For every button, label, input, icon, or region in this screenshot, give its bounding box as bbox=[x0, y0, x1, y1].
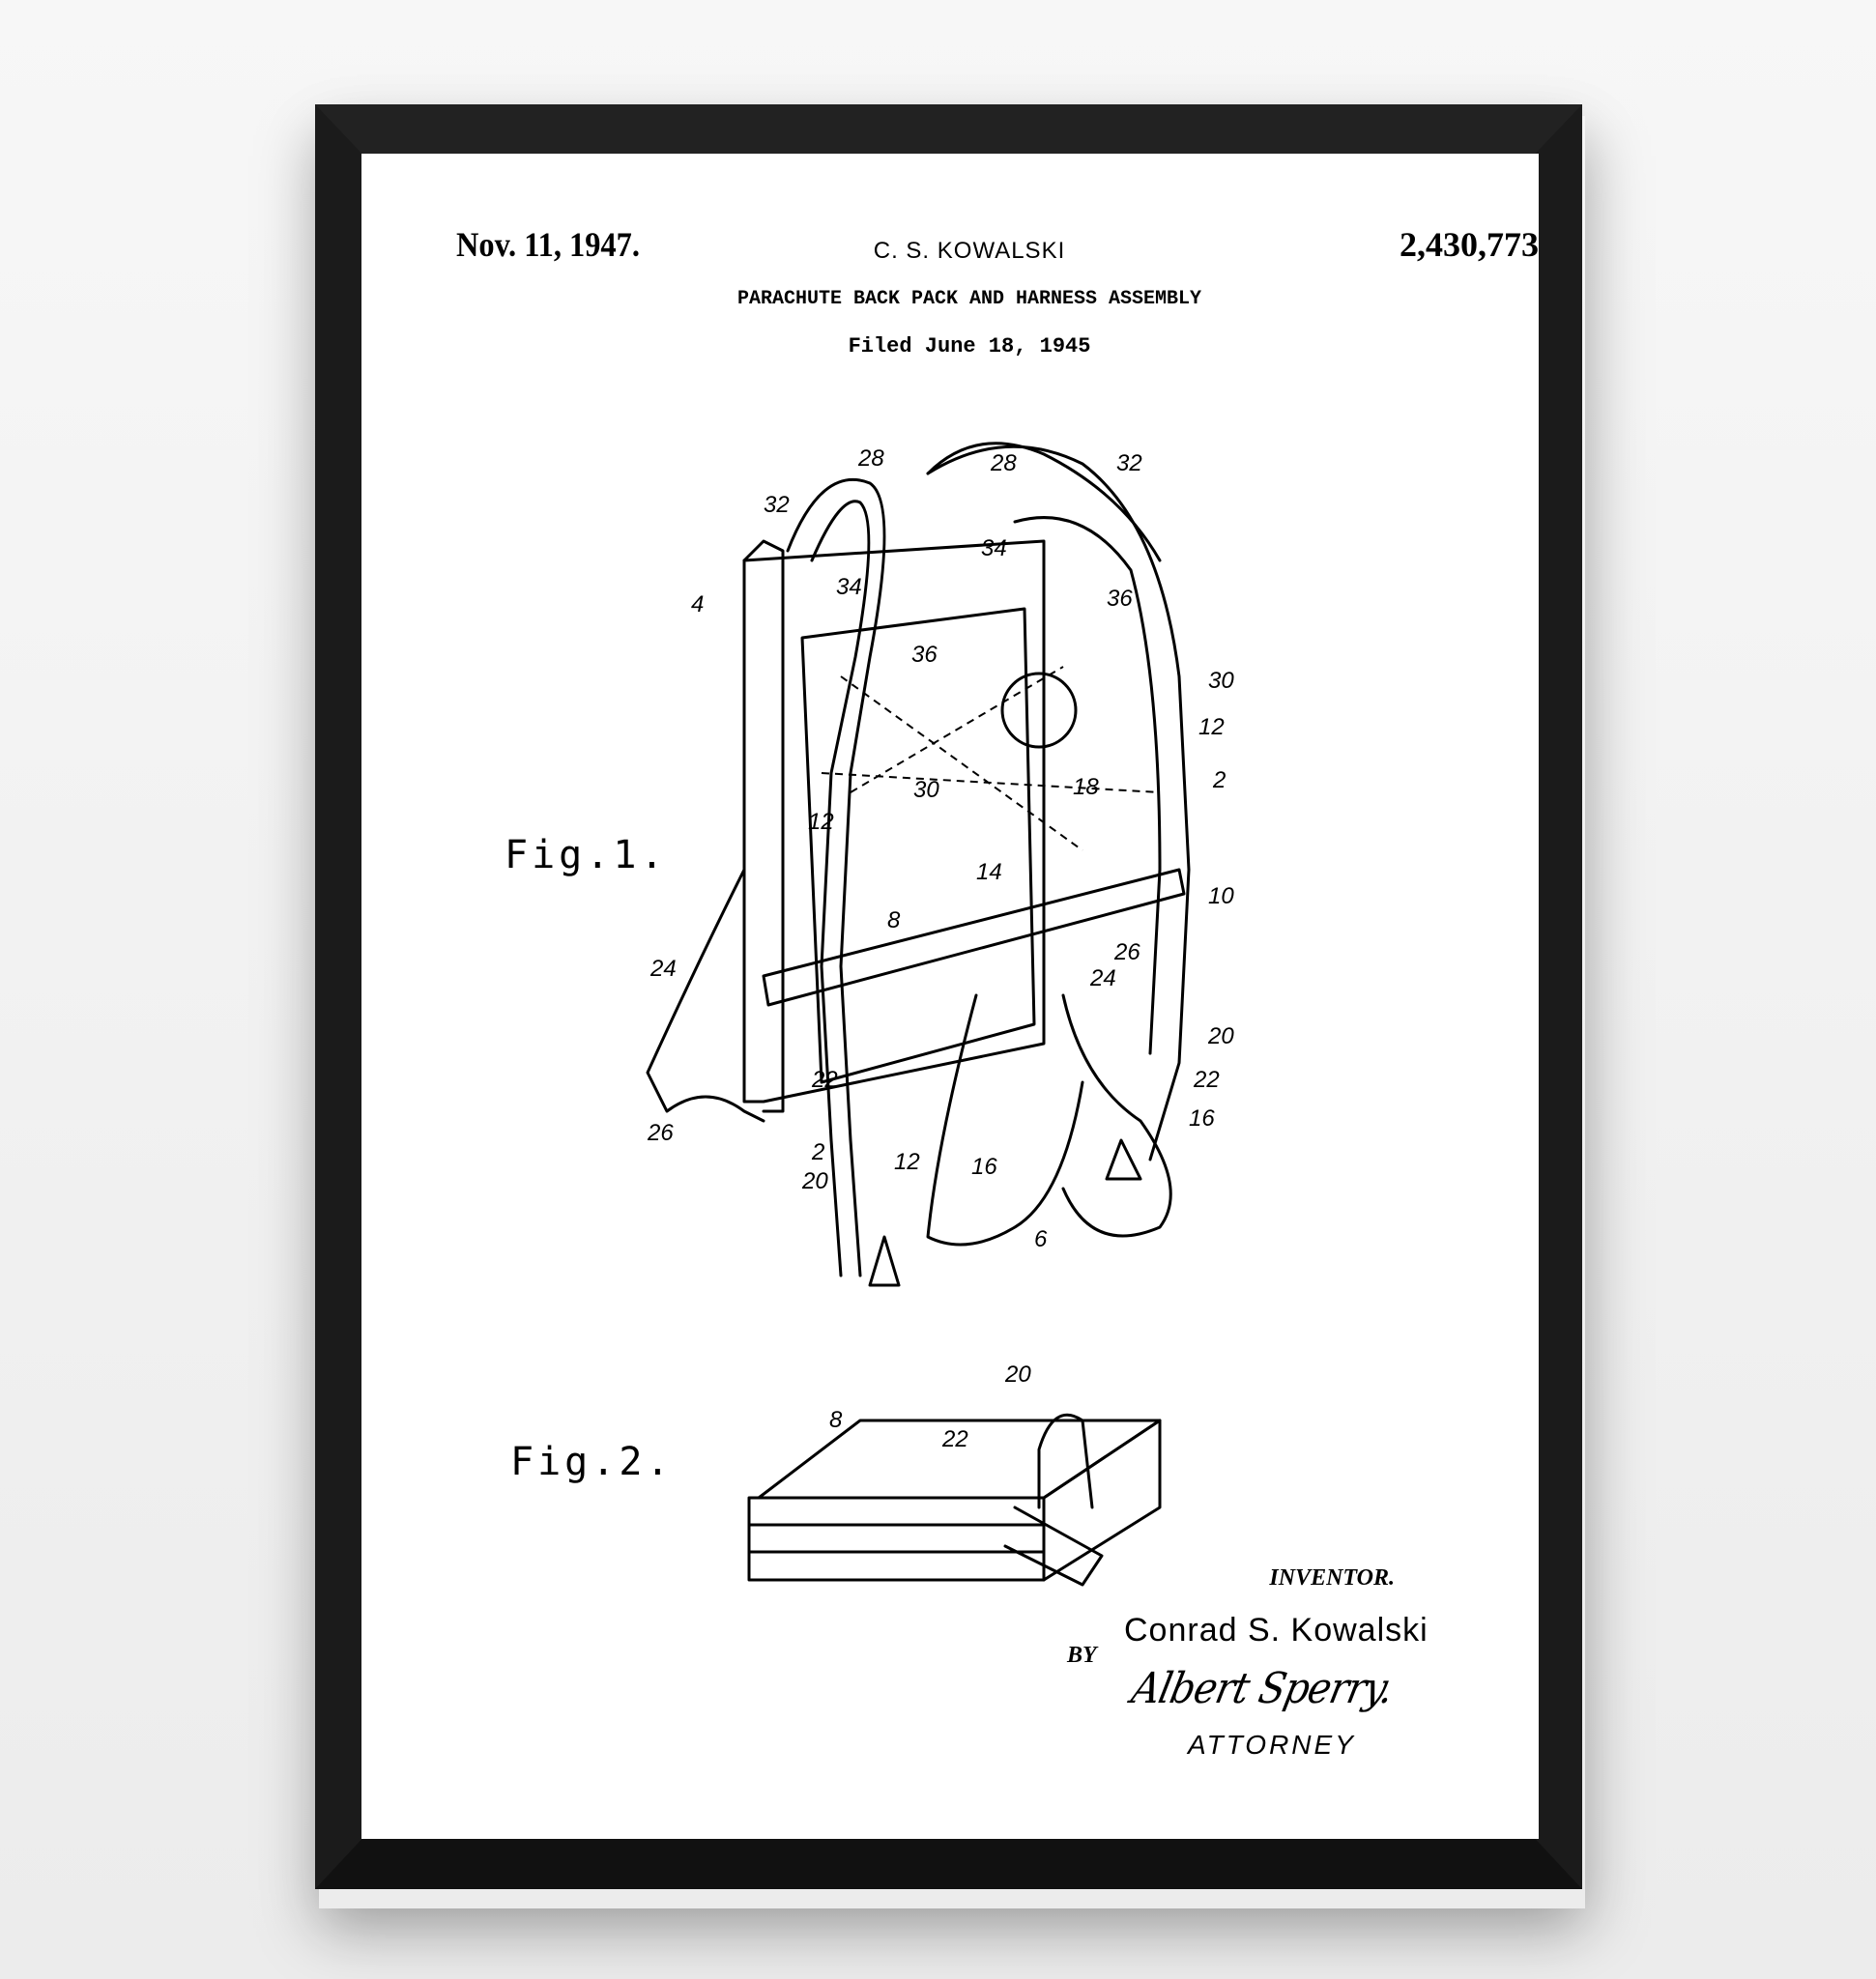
ripcord-housing bbox=[926, 442, 1162, 562]
pad-strap bbox=[1003, 1506, 1104, 1587]
reference-numeral: 2 bbox=[1212, 767, 1226, 793]
inventor-name: Conrad S. Kowalski bbox=[1124, 1612, 1429, 1649]
reference-numeral: 12 bbox=[894, 1149, 920, 1175]
pack-front-panel bbox=[800, 607, 1036, 1084]
reference-numeral: 28 bbox=[990, 450, 1017, 476]
attorney-label: ATTORNEY bbox=[1188, 1730, 1356, 1760]
patent-date: Nov. 11, 1947. bbox=[456, 225, 640, 264]
pack-body bbox=[742, 539, 1046, 1104]
pack-side bbox=[742, 539, 785, 1113]
reference-numeral: 20 bbox=[801, 1168, 828, 1194]
fig1-backpack-drawing: 28 32 28 32 34 34 4 36 36 30 12 30 12 2 … bbox=[646, 442, 1234, 1287]
fig1-label: Fig.1. bbox=[505, 833, 668, 877]
d-ring-left bbox=[868, 1235, 901, 1287]
reference-numeral: 12 bbox=[1198, 714, 1225, 740]
reference-numeral: 28 bbox=[857, 445, 884, 472]
shoulder-strap-right bbox=[926, 445, 1191, 1162]
by-label: BY bbox=[1067, 1643, 1097, 1668]
reference-numeral: 22 bbox=[811, 1067, 838, 1093]
reference-numeral: 4 bbox=[691, 591, 704, 617]
reference-numeral: 16 bbox=[1189, 1105, 1215, 1132]
fig2-label: Fig.2. bbox=[510, 1440, 674, 1484]
d-ring-right bbox=[1105, 1138, 1142, 1181]
reference-numeral: 6 bbox=[1034, 1226, 1048, 1252]
reference-numeral: 20 bbox=[1207, 1023, 1234, 1049]
reference-numeral: 36 bbox=[1107, 586, 1133, 612]
frame-bevel-top bbox=[315, 104, 1582, 154]
chest-strap bbox=[762, 868, 1186, 1007]
reference-numeral: 26 bbox=[1113, 939, 1140, 965]
reference-numeral: 18 bbox=[1073, 774, 1099, 800]
reference-numeral: 16 bbox=[971, 1154, 997, 1180]
fig2-folded-pad-drawing: 20 8 22 bbox=[747, 1362, 1162, 1587]
filed-date: Filed June 18, 1945 bbox=[848, 334, 1091, 359]
pad-front bbox=[747, 1496, 1046, 1582]
attorney-signature: Albert Sperry. bbox=[1127, 1664, 1398, 1713]
reference-numeral: 20 bbox=[1004, 1362, 1031, 1388]
reference-numeral: 34 bbox=[836, 574, 862, 600]
pad-loop bbox=[1037, 1413, 1094, 1509]
patent-title: PARACHUTE BACK PACK AND HARNESS ASSEMBLY bbox=[736, 288, 1202, 310]
reference-numeral: 34 bbox=[981, 535, 1007, 561]
reference-numeral: 24 bbox=[649, 956, 677, 982]
ripcord-handle bbox=[1000, 672, 1078, 749]
patent-print bbox=[361, 154, 1539, 1839]
reference-numeral: 32 bbox=[1116, 450, 1142, 476]
patent-number: 2,430,773 bbox=[1400, 225, 1539, 264]
leg-strap-right bbox=[1061, 993, 1172, 1238]
reference-numeral: 36 bbox=[911, 642, 938, 668]
reference-numeral: 8 bbox=[887, 907, 901, 933]
reference-numeral: 8 bbox=[829, 1407, 843, 1433]
reference-numeral: 26 bbox=[647, 1120, 674, 1146]
shoulder-strap-left bbox=[786, 477, 886, 1277]
reference-numeral: 32 bbox=[764, 492, 790, 518]
side-flap bbox=[646, 868, 765, 1123]
reference-numeral: 30 bbox=[913, 777, 939, 803]
reference-numeral: 24 bbox=[1089, 965, 1116, 991]
hidden-lines bbox=[821, 666, 1161, 851]
pad-layer-1 bbox=[747, 1523, 1046, 1554]
reference-numeral: 2 bbox=[811, 1139, 824, 1165]
reference-numeral: 14 bbox=[976, 859, 1002, 885]
reference-numeral: 22 bbox=[1193, 1067, 1220, 1093]
inventor-header: C. S. KOWALSKI bbox=[873, 238, 1066, 264]
pad-side bbox=[1042, 1419, 1162, 1582]
reference-numeral: 22 bbox=[941, 1426, 968, 1452]
leg-strap-left bbox=[926, 993, 1084, 1247]
reference-numeral: 30 bbox=[1208, 668, 1234, 694]
reference-numeral: 12 bbox=[808, 809, 834, 835]
reference-numeral: 10 bbox=[1208, 883, 1234, 909]
shoulder-strap-left-inner bbox=[810, 500, 871, 1277]
shoulder-strap-right-inner bbox=[1013, 516, 1162, 1055]
inventor-label: INVENTOR. bbox=[1269, 1565, 1395, 1591]
frame-bevel-bottom bbox=[315, 1839, 1582, 1889]
